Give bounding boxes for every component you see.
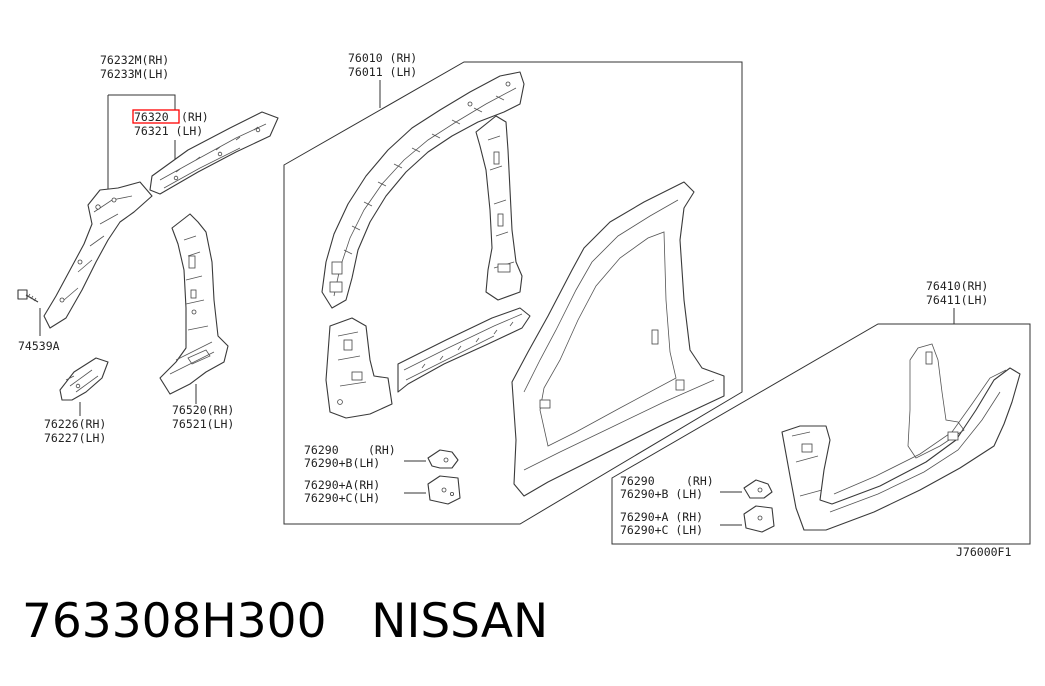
label-76411[interactable]: 76411(LH): [926, 293, 988, 307]
callout-76320: 76320 (RH) 76321 (LH): [132, 109, 209, 160]
label-76227[interactable]: 76227(LH): [44, 431, 106, 445]
label-box2-76290c[interactable]: 76290+C (LH): [620, 523, 703, 537]
label-76010[interactable]: 76010 (RH): [348, 51, 417, 65]
part-clip-76290-lower-2[interactable]: [743, 505, 775, 533]
part-76320-rail[interactable]: [149, 111, 279, 195]
callout-76410: 76410(RH) 76411(LH): [926, 279, 988, 324]
assembly-frame-76010: [283, 61, 743, 525]
diagram-code: J76000F1: [956, 545, 1011, 559]
clip-set-box1: 76290 (RH) 76290+B(LH) 76290+A(RH) 76290…: [304, 443, 426, 505]
label-box1-76290a[interactable]: 76290+A(RH): [304, 478, 380, 492]
label-74539a[interactable]: 74539A: [18, 339, 60, 353]
label-76011[interactable]: 76011 (LH): [348, 65, 417, 79]
part-76010-sill-inner[interactable]: [397, 307, 531, 393]
label-box1-76290[interactable]: 76290: [304, 443, 339, 457]
label-box2-76290-side: (RH): [686, 474, 714, 488]
label-box1-76290c[interactable]: 76290+C(LH): [304, 491, 380, 505]
brand-name: NISSAN: [371, 594, 549, 649]
part-76010-bpillar[interactable]: [475, 115, 523, 301]
part-number: 763308H300: [22, 594, 327, 649]
part-76010-front-lower[interactable]: [325, 317, 393, 419]
part-76010-outer-side[interactable]: [511, 181, 725, 497]
label-box2-76290[interactable]: 76290: [620, 474, 655, 488]
callout-76232m: 76232M(RH) 76233M(LH): [100, 53, 176, 192]
part-76010-apillar-upper[interactable]: [321, 71, 525, 309]
part-76520-pillar[interactable]: [159, 213, 229, 404]
part-clip-76290-upper-2[interactable]: [743, 479, 773, 499]
label-box1-76290b[interactable]: 76290+B(LH): [304, 456, 380, 470]
label-box1-76290-side: (RH): [368, 443, 396, 457]
clip-set-box2: 76290 (RH) 76290+B (LH) 76290+A (RH) 762…: [620, 474, 742, 537]
label-76520[interactable]: 76520(RH): [172, 403, 234, 417]
part-74539a-bolt[interactable]: [17, 289, 41, 336]
assembly-frame-76410: [611, 323, 1031, 545]
part-76226-bracket[interactable]: [59, 357, 109, 416]
label-box2-76290b[interactable]: 76290+B (LH): [620, 487, 703, 501]
label-76233m[interactable]: 76233M(LH): [100, 67, 169, 81]
label-76226[interactable]: 76226(RH): [44, 417, 106, 431]
label-76410[interactable]: 76410(RH): [926, 279, 988, 293]
part-clip-76290-lower[interactable]: [427, 475, 461, 505]
callout-76010: 76010 (RH) 76011 (LH): [348, 51, 417, 108]
label-76321[interactable]: 76321 (LH): [134, 124, 203, 138]
part-76410-sill-outer[interactable]: [781, 343, 1021, 531]
label-76320[interactable]: 76320: [134, 110, 169, 124]
highlight-box: [132, 109, 180, 124]
label-76320-side: (RH): [181, 110, 209, 124]
part-clip-76290-upper[interactable]: [427, 449, 459, 469]
label-76232m[interactable]: 76232M(RH): [100, 53, 169, 67]
part-76232m-pillar[interactable]: [43, 181, 153, 329]
part-caption: 763308H300 NISSAN: [22, 598, 548, 645]
label-76521[interactable]: 76521(LH): [172, 417, 234, 431]
label-box2-76290a[interactable]: 76290+A (RH): [620, 510, 703, 524]
